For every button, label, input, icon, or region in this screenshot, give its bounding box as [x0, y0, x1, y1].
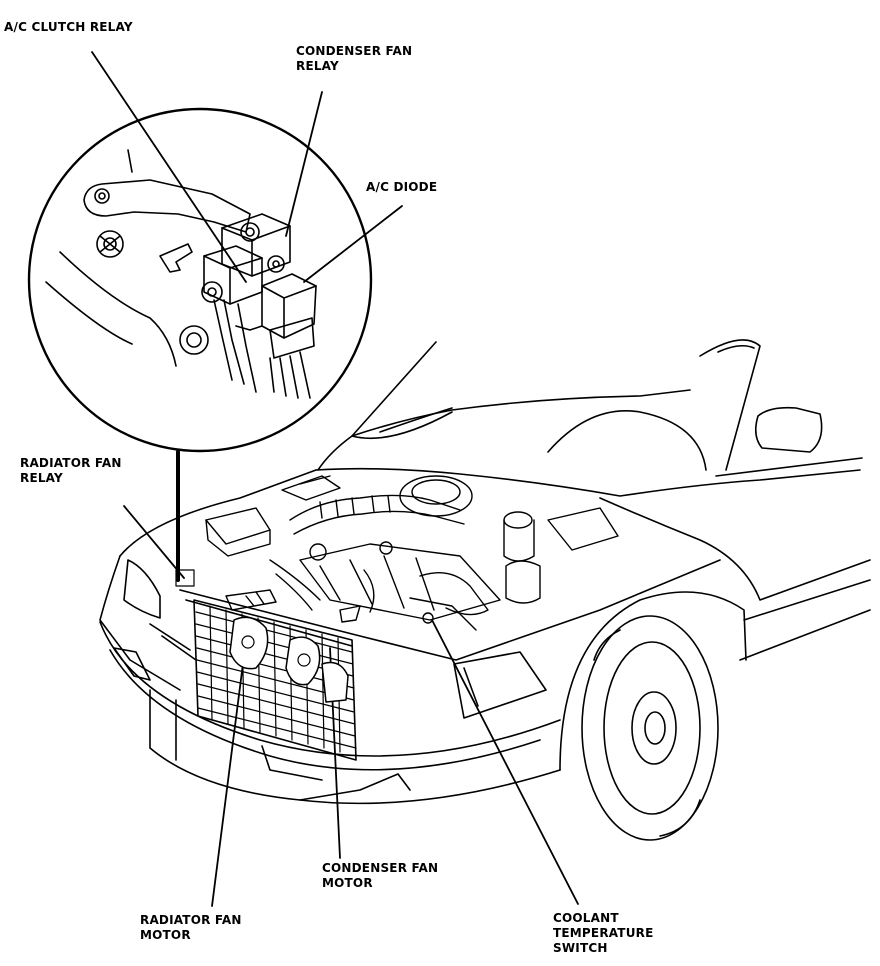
label-condenser-fan-motor: CONDENSER FAN MOTOR [322, 861, 438, 891]
label-line: RELAY [296, 59, 339, 73]
detail-magnifier [27, 107, 373, 453]
label-coolant-temperature-switch: COOLANT TEMPERATURE SWITCH [553, 911, 653, 956]
car-body [99, 339, 871, 841]
label-line: MOTOR [322, 876, 373, 890]
label-line: MOTOR [140, 928, 191, 942]
label-condenser-fan-relay: CONDENSER FAN RELAY [296, 44, 412, 74]
label-line: RELAY [20, 471, 63, 485]
label-line: SWITCH [553, 941, 608, 955]
label-radiator-fan-relay: RADIATOR FAN RELAY [20, 456, 122, 486]
engine-bay [205, 475, 619, 631]
label-ac-diode: A/C DIODE [366, 180, 437, 195]
radiator-grille [175, 569, 357, 761]
label-line: RADIATOR FAN [20, 456, 122, 470]
label-radiator-fan-motor: RADIATOR FAN MOTOR [140, 913, 242, 943]
label-line: CONDENSER FAN [322, 861, 439, 875]
label-line: A/C CLUTCH RELAY [4, 20, 133, 34]
label-line: COOLANT [553, 911, 619, 925]
label-line: RADIATOR FAN [140, 913, 242, 927]
label-line: A/C DIODE [366, 180, 438, 194]
label-line: TEMPERATURE [553, 926, 654, 940]
label-line: CONDENSER FAN [296, 44, 413, 58]
leader-lines [91, 51, 579, 907]
label-ac-clutch-relay: A/C CLUTCH RELAY [4, 20, 133, 35]
